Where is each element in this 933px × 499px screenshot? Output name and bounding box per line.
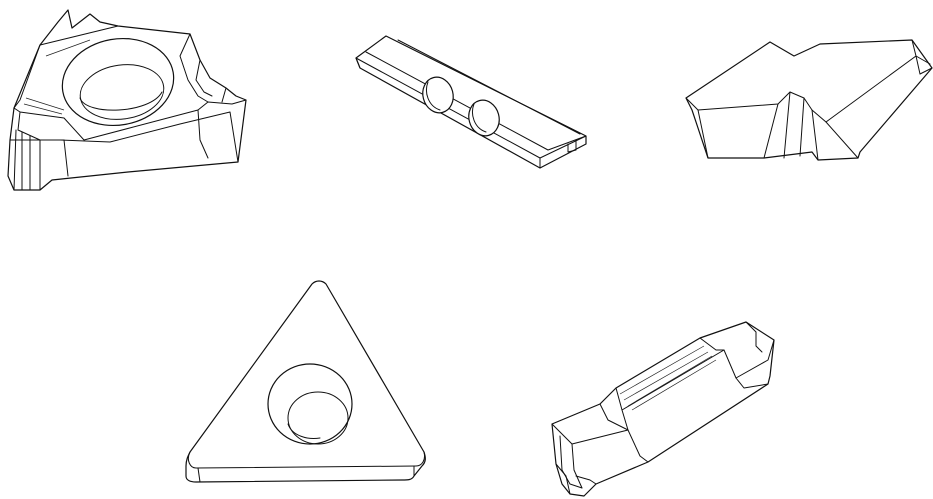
triangular-turning-insert <box>185 280 426 483</box>
threading-insert <box>7 9 247 191</box>
flat-bar-insert <box>355 35 587 169</box>
parting-off-insert <box>551 321 775 497</box>
grooving-block-insert <box>685 39 933 161</box>
